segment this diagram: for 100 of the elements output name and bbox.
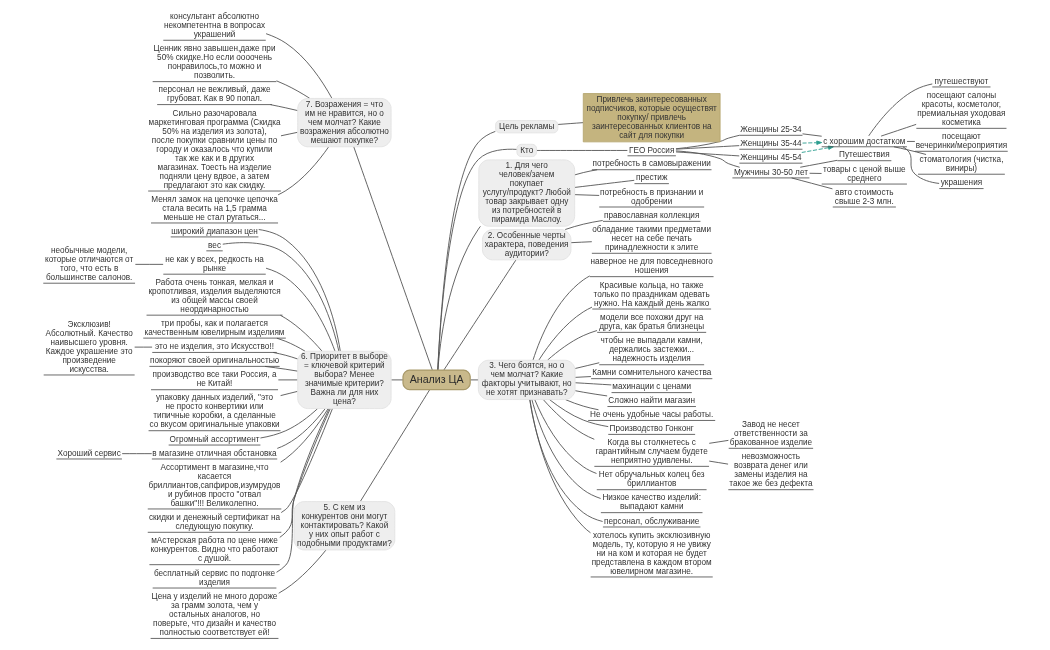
connector bbox=[548, 399, 609, 428]
node-text: персонал не вежливый, даже грубоват. Как в 90 попал. bbox=[158, 85, 271, 104]
connector bbox=[259, 408, 318, 439]
node-text: Низкое качество изделий: выпадают камни bbox=[601, 493, 701, 512]
connector bbox=[133, 346, 153, 348]
node-text: чтобы не выпадали камни, держались застежки... надежность изделия bbox=[600, 336, 703, 364]
node-text: в магазине отличная обстановка bbox=[151, 448, 277, 458]
connector bbox=[436, 130, 496, 371]
connector bbox=[880, 123, 917, 137]
node-box: 6. Приоритет в выборе = ключевой критерий выбора? Менее значимые критерии? Важна ли для них цена? bbox=[296, 350, 392, 409]
node-text: скидки и денежный сертификат на следующую покупку. bbox=[148, 513, 280, 532]
node-box: Кто bbox=[516, 143, 537, 157]
connector bbox=[675, 151, 740, 157]
node-text: широкий диапазон цен bbox=[170, 226, 258, 236]
connector bbox=[280, 408, 333, 514]
node-box: 5. С кем из конкурентов они могут контактировать? Какой у них опыт работ с подобными продуктами? bbox=[293, 501, 395, 551]
node-text: вес bbox=[207, 240, 221, 250]
connector bbox=[359, 389, 430, 502]
node-text: модели все похожи друг на друга, как братья близнецы bbox=[598, 313, 704, 332]
node-text: Не очень удобные часы работы. bbox=[589, 410, 713, 420]
node-text: потребность в самовыражении bbox=[592, 159, 711, 169]
node-text: бесплатный сервис по подгонке изделия bbox=[153, 568, 275, 587]
connector bbox=[808, 172, 822, 174]
node-box: 2. Особенные черты характера, поведения аудитории? bbox=[481, 229, 571, 261]
node-text: православная коллекция bbox=[603, 211, 699, 221]
connector bbox=[564, 220, 603, 230]
connector bbox=[799, 159, 838, 168]
node-text: упаковку данных изделий, "это не просто конвертики или типичные коробки, а сделанные со вкусом оригинальные упаковки bbox=[148, 393, 280, 430]
node-box: 1. Для чего человек/зачем покупает услугу/продукт? Любой товар закрывает одну из потребностей в пирамида Маслоу. bbox=[477, 159, 575, 227]
connector bbox=[906, 141, 915, 142]
node-text: Ассортимент в магазине,что касается бриллиантов,сапфиров,изумрудов и рубинов просто "отвал башки"!!! Великолепно. bbox=[148, 462, 280, 508]
node-text: персонал, обслуживание bbox=[603, 516, 699, 526]
node-text: Красивые кольца, но также только по праздникам одевать нужно. На каждый день жалко bbox=[593, 280, 710, 308]
node-text: ГЕО Россия bbox=[628, 145, 674, 155]
node-text: Путешествия bbox=[838, 150, 890, 160]
node-text: посещают салоны красоты, косметолог, премиальная уходовая косметика bbox=[916, 91, 1006, 128]
connector bbox=[529, 399, 591, 534]
node-text: махинации с ценами bbox=[611, 382, 691, 392]
connector bbox=[533, 399, 597, 474]
node-text: Нет обручальных колец без бриллиантов bbox=[598, 470, 705, 489]
node-text: Женщины 25-34 bbox=[739, 125, 802, 135]
node-text: украшения bbox=[940, 178, 982, 188]
node-text: потребность в признании и одобрении bbox=[599, 187, 703, 206]
node-text: наверное не для повседневного ношения bbox=[590, 257, 713, 276]
connector bbox=[867, 83, 933, 137]
connector bbox=[573, 179, 635, 188]
node-text: Сильно разочаровала маркетинговая программа (Скидка 50% на изделия из золота), после покупки сравнили цены по городу и оказалось что купили так же как и в других магазинах. Тоесть на изделие подняли цену вдвое, а затем предлагают это как скидку. bbox=[148, 108, 281, 190]
connector bbox=[278, 408, 331, 538]
connector bbox=[528, 399, 603, 522]
connector bbox=[352, 146, 433, 371]
node-text: Когда вы столкнетесь с гарантийным случаем будете неприятно удивлены. bbox=[595, 438, 708, 466]
node-text: посещают вечеринки/мероприятия bbox=[915, 131, 1007, 151]
connector bbox=[279, 314, 322, 352]
node-text: Женщины 35-44 bbox=[739, 138, 802, 148]
connector bbox=[437, 225, 481, 371]
connector bbox=[674, 150, 740, 168]
connector bbox=[279, 390, 298, 397]
connector bbox=[675, 134, 740, 150]
connector bbox=[574, 376, 591, 378]
connector bbox=[265, 33, 332, 99]
connector bbox=[708, 460, 729, 465]
connector bbox=[542, 399, 595, 440]
connector bbox=[675, 145, 740, 150]
node-text: Сложно найти магазин bbox=[607, 396, 695, 406]
node-text: невозможность возврата денег или замены изделия на такое же без дефекта bbox=[728, 452, 812, 489]
node-text: необычные модели, которые отличаются от того, что есть в большинстве салонов. bbox=[44, 245, 133, 282]
connector bbox=[574, 390, 608, 397]
connector bbox=[280, 131, 298, 137]
node-text: престиж bbox=[635, 173, 667, 183]
node-text: не как у всех, редкость на рынке bbox=[164, 254, 264, 273]
connector bbox=[708, 439, 729, 444]
node-box: Анализ ЦА bbox=[401, 369, 471, 391]
connector bbox=[390, 379, 403, 381]
node-text: это не изделия, это Искусство!! bbox=[154, 342, 274, 352]
node-text: производство все таки Россия, а не Китай! bbox=[152, 370, 277, 389]
connector bbox=[221, 242, 339, 352]
connector bbox=[893, 146, 926, 155]
node-text: стоматология (чистка, виниры) bbox=[918, 154, 1003, 173]
node-text: Завод не несет ответственности за бракованное изделие bbox=[729, 420, 812, 448]
node-text: покоряют своей оригинальностью bbox=[149, 356, 279, 366]
node-text: Цена у изделий не много дороже за грамм золота, чем у остальных аналогов, но поверьте, что дизайн и качество полностью соответствует ей! bbox=[151, 592, 277, 638]
node-text: мАстерская работа по цене ниже конкурентов. Видно что работают с душой. bbox=[149, 536, 279, 564]
node-text: Производство Гонконг bbox=[609, 424, 694, 434]
connector bbox=[269, 104, 298, 112]
connector bbox=[272, 352, 298, 360]
node-text: с хорошим достатком bbox=[822, 136, 905, 146]
node-text: консультант абсолютно некомпетентна в вопросах украшений bbox=[163, 11, 265, 39]
node-box: 3. Чего боятся, но о чем молчат? Какие факторы учитывают, но не хотят признавать? bbox=[477, 359, 575, 400]
node-text: три пробы, как и полагается качественным ювелирным изделиям bbox=[144, 318, 285, 337]
connector bbox=[532, 275, 590, 361]
connector bbox=[275, 80, 310, 99]
connector bbox=[538, 306, 592, 361]
connector bbox=[469, 379, 479, 381]
connector bbox=[573, 194, 600, 196]
connector bbox=[277, 549, 326, 594]
node-text: путешествуют bbox=[934, 76, 988, 86]
node-box: Привлечь заинтересованных подписчиков, которые осуществят покупку/ привлечь заинтересованных клиентов на сайт для покупки bbox=[582, 93, 720, 143]
connector bbox=[276, 408, 325, 449]
connector bbox=[277, 379, 298, 381]
connector bbox=[801, 133, 822, 137]
